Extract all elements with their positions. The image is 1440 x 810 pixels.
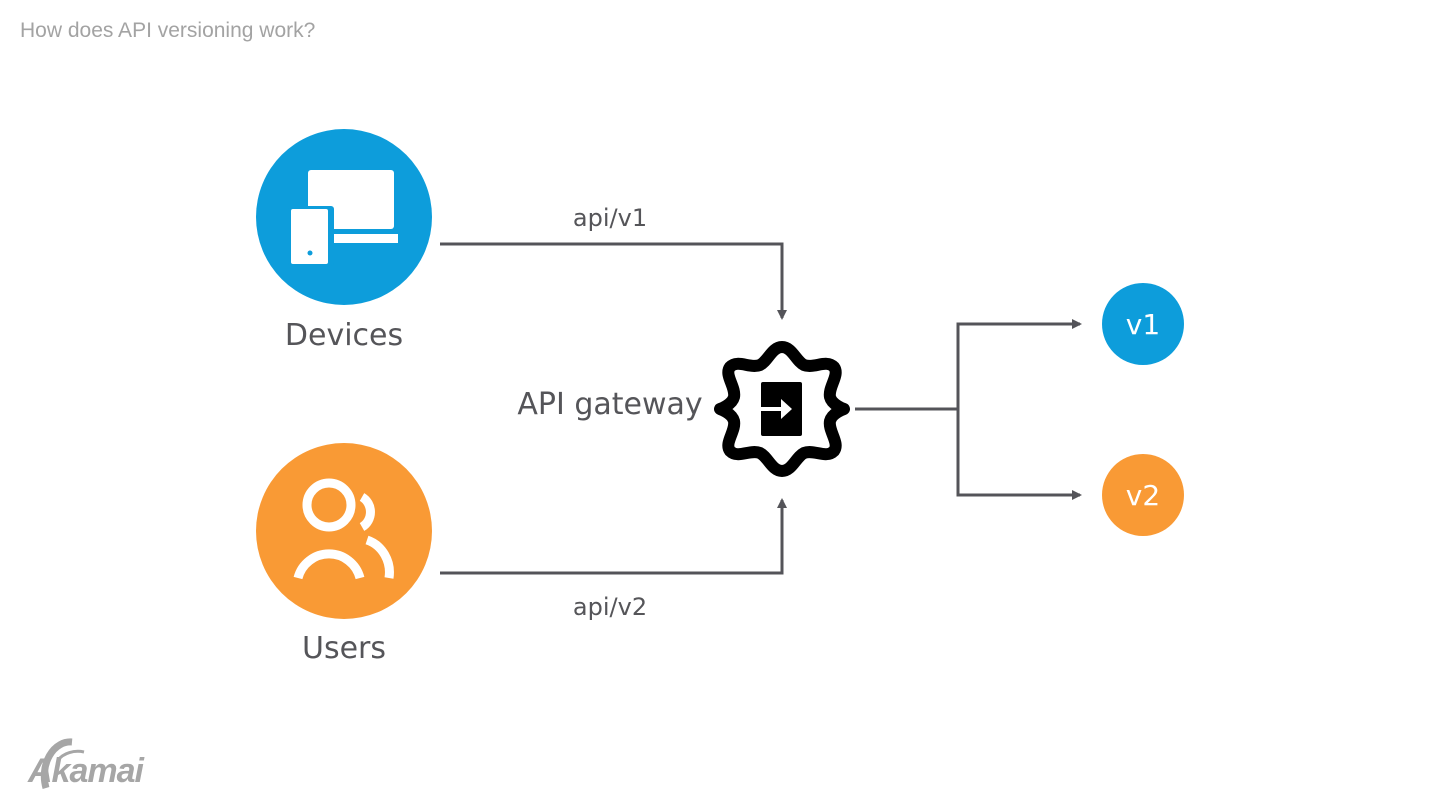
akamai-logo-text: Akamai	[28, 752, 144, 790]
akamai-logo-icon	[40, 738, 85, 789]
users-icon	[293, 478, 394, 580]
page-title: How does API versioning work?	[20, 19, 316, 42]
users-node	[256, 443, 432, 619]
edge-devices-to-gateway	[440, 242, 787, 320]
edge-users-to-gateway	[440, 498, 787, 575]
devices-icon	[288, 170, 398, 266]
devices-label: Devices	[284, 318, 404, 353]
edge-label-api-v2: api/v2	[572, 593, 648, 621]
gear-login-icon	[714, 341, 850, 477]
edge-gateway-to-versions	[855, 319, 1082, 500]
gateway-label: API gateway	[517, 387, 703, 422]
edge-label-api-v1: api/v1	[572, 204, 648, 232]
devices-node	[256, 129, 432, 305]
version-v1-node: v1	[1102, 283, 1184, 365]
users-label: Users	[301, 631, 387, 666]
version-v2-node: v2	[1102, 454, 1184, 536]
